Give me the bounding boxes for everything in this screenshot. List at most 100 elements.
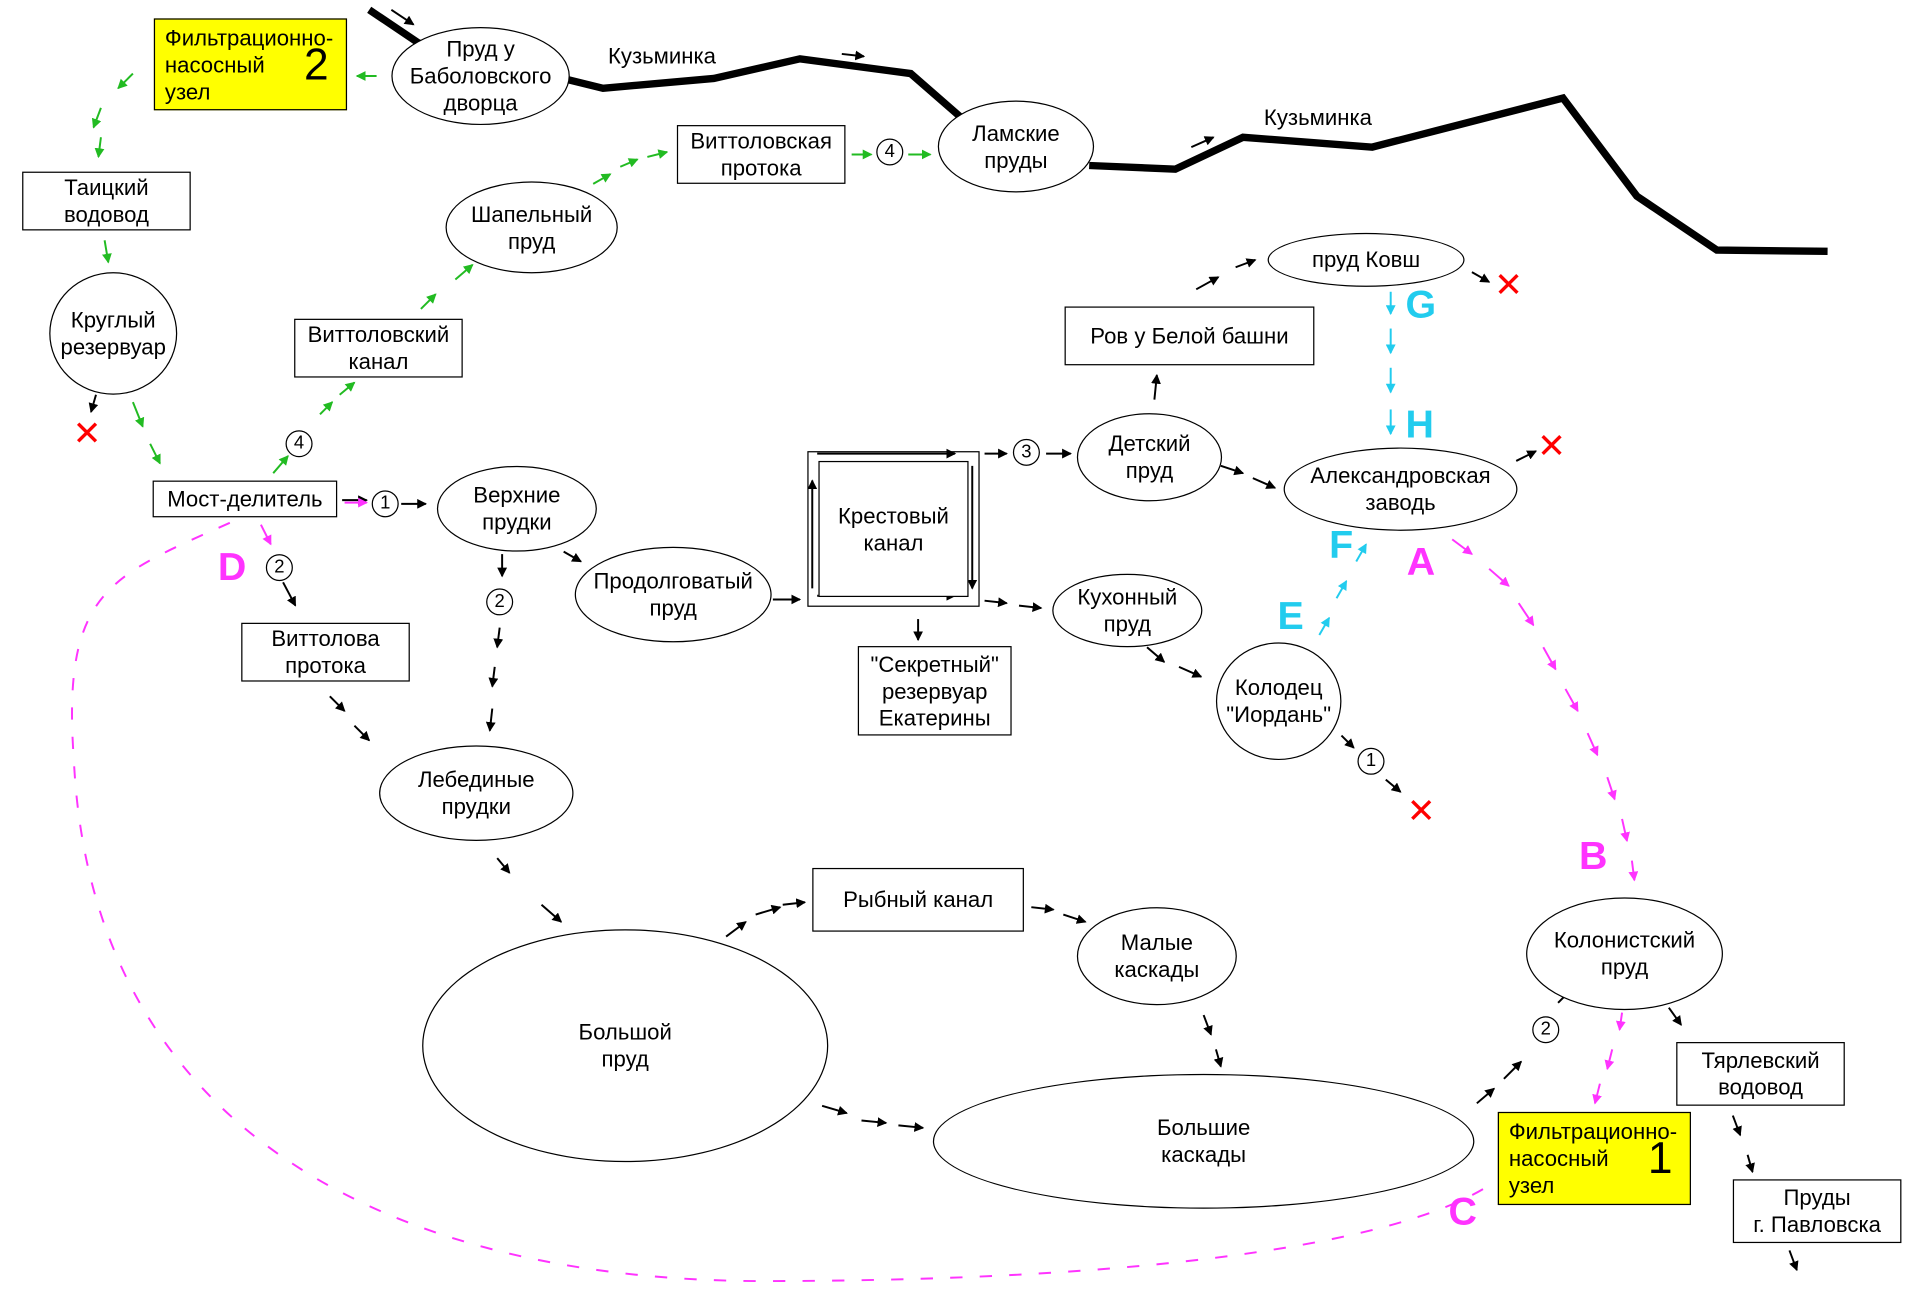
flow-arrow — [1517, 602, 1535, 627]
flow-arrow — [94, 137, 105, 159]
flow-letter-h: H — [1405, 402, 1434, 447]
flow-arrow — [1252, 477, 1277, 489]
circled-number: 4 — [285, 430, 313, 458]
node-label: Большие каскады — [1156, 1115, 1251, 1168]
flow-arrow — [821, 1104, 848, 1116]
flow-arrow — [1615, 1012, 1626, 1031]
flow-letter-b: B — [1578, 833, 1608, 878]
flow-arrow — [1335, 580, 1348, 599]
flow-arrow — [272, 455, 289, 474]
flow-arrow — [88, 394, 99, 414]
node-label: Крестовый канал — [838, 503, 949, 555]
node-label: "Секретный" резервуар Екатерины — [870, 651, 999, 731]
flow-arrow — [1190, 136, 1215, 149]
flow-arrow — [647, 149, 669, 159]
flow-arrow — [488, 666, 499, 688]
kitchen-pond: Кухонный пруд — [1052, 573, 1203, 648]
vittolovsky-canal: Виттоловский канал — [294, 318, 463, 378]
flow-arrow — [1515, 450, 1538, 462]
flow-arrow — [563, 550, 582, 563]
cross-canal-outer-frame — [807, 451, 980, 607]
node-label: Пруд у Баболовского дворца — [409, 36, 552, 116]
node-label: Мост-делитель — [167, 486, 323, 512]
flow-arrow — [898, 1122, 925, 1132]
flow-arrow — [1564, 688, 1579, 713]
small-cascades: Малые каскады — [1076, 907, 1237, 1006]
magenta-return-loop — [71, 520, 1484, 1283]
flow-arrow — [1471, 271, 1491, 283]
flow-arrow — [390, 8, 415, 26]
babolovo-pond: Пруд у Баболовского дворца — [391, 26, 570, 126]
node-label: Шапельный пруд — [471, 201, 593, 254]
flow-arrow — [1592, 1083, 1602, 1105]
cross-icon: ✕ — [1537, 426, 1567, 465]
flow-arrow — [841, 50, 866, 61]
node-label: Александровская заводь — [1310, 463, 1491, 515]
flow-arrow — [1385, 778, 1402, 793]
flow-arrow — [1586, 732, 1599, 757]
cross-canal: Крестовый канал — [818, 460, 969, 598]
flow-arrow — [485, 708, 496, 732]
vittolova-channel: Виттолова протока — [241, 622, 410, 682]
flow-arrow — [1195, 276, 1220, 291]
node-label: пруд Ковш — [1311, 247, 1421, 273]
flow-arrow — [149, 443, 161, 465]
flow-arrow — [1151, 373, 1161, 400]
flow-arrow — [339, 381, 356, 396]
flow-arrow — [1031, 903, 1055, 914]
node-label: Детский пруд — [1108, 431, 1191, 484]
node-label: Колодец "Иордань" — [1226, 675, 1332, 727]
flow-letter-e: E — [1277, 593, 1304, 638]
flow-arrow — [319, 401, 334, 416]
flow-arrow — [496, 857, 511, 874]
node-label: Тярлевский водовод — [1701, 1048, 1820, 1100]
flow-arrow — [1178, 665, 1203, 678]
colonist-pond: Колонистский пруд — [1526, 897, 1723, 1011]
filtration-pump-node-2: Фильтрационно- насосный узел 2 — [153, 18, 348, 111]
flow-arrow — [540, 903, 563, 923]
flow-arrow — [725, 921, 747, 938]
flow-arrow — [91, 107, 102, 129]
flow-arrow — [1604, 1049, 1615, 1071]
node-number: 2 — [303, 38, 329, 89]
flow-arrow — [1542, 646, 1557, 671]
node-label: Продолговатый пруд — [593, 568, 753, 621]
divider-bridge: Мост-делитель — [152, 480, 338, 518]
kovsh-pond: пруд Ковш — [1267, 232, 1465, 287]
node-label: Круглый резервуар — [60, 307, 166, 360]
flow-arrow — [282, 581, 297, 607]
flow-arrow — [117, 72, 134, 90]
swan-ponds: Лебединые прудки — [379, 745, 574, 841]
flow-arrow — [1745, 1154, 1755, 1174]
circled-number: 2 — [265, 554, 293, 582]
tyarlevsky-aqueduct: Тярлевский водовод — [1676, 1042, 1845, 1106]
river-kuzminka-lower — [1089, 93, 1828, 255]
flow-arrow — [1202, 1014, 1213, 1036]
river-label: Кузьминка — [607, 44, 716, 69]
node-label: Виттолова протока — [271, 626, 380, 678]
flow-arrow — [420, 293, 437, 310]
flow-arrow — [1318, 616, 1331, 636]
flow-arrow — [1063, 913, 1087, 924]
white-tower-moat: Ров у Белой башни — [1064, 306, 1315, 366]
flow-arrow — [1731, 1115, 1742, 1137]
flow-arrow — [1628, 860, 1639, 882]
vittolovskaya-channel: Виттоловская протока — [676, 125, 846, 184]
flow-arrow — [260, 524, 272, 546]
node-label: Таицкий водовод — [64, 175, 149, 227]
big-cascades: Большие каскады — [932, 1073, 1475, 1209]
flow-arrow — [1220, 464, 1245, 476]
upper-ponds: Верхние прудки — [436, 465, 597, 552]
alexandrovskaya-backwater: Александровская заводь — [1283, 447, 1518, 531]
flow-arrow — [984, 597, 1008, 608]
jordan-well: Колодец "Иордань" — [1215, 642, 1342, 761]
flow-arrow — [329, 695, 346, 712]
flow-arrow — [1488, 568, 1510, 587]
cross-icon: ✕ — [72, 414, 102, 453]
flow-arrow — [1606, 776, 1617, 801]
node-label: Колонистский пруд — [1553, 928, 1696, 980]
flow-arrow — [619, 158, 639, 168]
node-label: Ров у Белой башни — [1090, 323, 1289, 349]
